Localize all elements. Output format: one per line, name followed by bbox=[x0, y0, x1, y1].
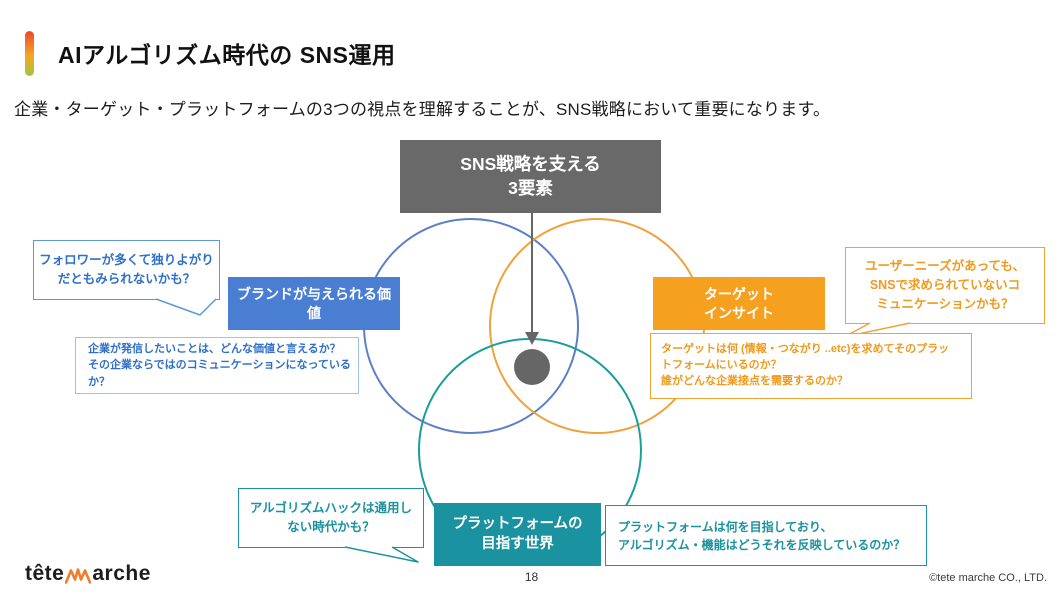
slide-title: AIアルゴリズム時代の SNS運用 bbox=[58, 42, 396, 68]
algorithm-hack-bubble-line1: アルゴリズムハックは通用し bbox=[249, 501, 413, 516]
brand-value-label: ブランドが与えられる価値 bbox=[237, 285, 391, 321]
user-needs-bubble: ユーザーニーズがあっても、 SNSで求められていないコ ミュニケーションかも？ bbox=[845, 247, 1045, 324]
user-needs-bubble-line1: ユーザーニーズがあっても、 bbox=[864, 259, 1025, 274]
brand-question-box: 企業が発信したいことは、どんな価値と言えるか？ その企業ならではのコミュニケーシ… bbox=[75, 337, 359, 394]
target-insight-box: ターゲット インサイト bbox=[653, 277, 825, 330]
follower-bubble-line1: フォロワーが多くて独りよがり bbox=[39, 253, 214, 268]
brand-question-line2: その企業ならではのコミュニケーションになっているか？ bbox=[88, 359, 351, 388]
center-title-box: SNS戦略を支える 3要素 bbox=[400, 140, 661, 213]
algorithm-hack-bubble: アルゴリズムハックは通用し ない時代かも？ bbox=[238, 488, 424, 548]
logo-m-icon bbox=[65, 568, 92, 584]
brand-question-line1: 企業が発信したいことは、どんな価値と言えるか？ bbox=[88, 342, 341, 355]
center-arrow-head bbox=[525, 332, 539, 345]
page-number: 18 bbox=[524, 570, 539, 584]
platform-question-box: プラットフォームは何を目指しており、 アルゴリズム・機能はどうそれを反映している… bbox=[605, 505, 927, 566]
target-question-line3: 誰がどんな企業接点を需要するのか？ bbox=[661, 374, 848, 387]
follower-bubble-tail bbox=[155, 298, 217, 316]
follower-bubble-line2: だともみられないかも？ bbox=[57, 272, 196, 286]
platform-question-line2: アルゴリズム・機能はどうそれを反映しているのか？ bbox=[618, 537, 906, 552]
target-question-box: ターゲットは何 (情報・つながり ..etc)を求めてそのプラッ トフォームにい… bbox=[650, 333, 972, 399]
platform-world-line2: 目指す世界 bbox=[481, 535, 554, 552]
target-question-line1: ターゲットは何 (情報・つながり ..etc)を求めてそのプラッ bbox=[661, 343, 950, 356]
center-title-line1: SNS戦略を支える bbox=[460, 153, 601, 174]
target-insight-line2: インサイト bbox=[704, 304, 774, 321]
title-accent-bar bbox=[25, 31, 34, 76]
platform-question-line1: プラットフォームは何を目指しており、 bbox=[618, 519, 833, 534]
logo-text-arche: arche bbox=[92, 562, 151, 585]
brand-value-box: ブランドが与えられる価値 bbox=[228, 277, 400, 330]
slide-subtitle: 企業・ターゲット・プラットフォームの3つの視点を理解することが、SNS戦略におい… bbox=[14, 100, 831, 119]
center-dot bbox=[514, 349, 550, 385]
user-needs-bubble-line3: ミュニケーションかも？ bbox=[876, 296, 1014, 311]
center-title-line2: 3要素 bbox=[508, 177, 553, 198]
copyright-text: ©tete marche CO., LTD. bbox=[929, 572, 1047, 584]
platform-world-line1: プラットフォームの bbox=[452, 515, 583, 532]
platform-world-box: プラットフォームの 目指す世界 bbox=[434, 503, 601, 566]
algorithm-hack-bubble-line2: ない時代かも？ bbox=[287, 520, 375, 534]
user-needs-bubble-line2: SNSで求められていないコ bbox=[869, 278, 1021, 293]
target-question-line2: トフォームにいるのか？ bbox=[661, 359, 782, 372]
algorithm-hack-bubble-tail bbox=[344, 546, 419, 563]
logo-text-tete: tête bbox=[25, 562, 65, 585]
tete-marche-logo: tête arche bbox=[25, 562, 151, 586]
target-insight-line1: ターゲット bbox=[704, 285, 774, 302]
follower-bubble: フォロワーが多くて独りよがり だともみられないかも？ bbox=[33, 240, 220, 300]
